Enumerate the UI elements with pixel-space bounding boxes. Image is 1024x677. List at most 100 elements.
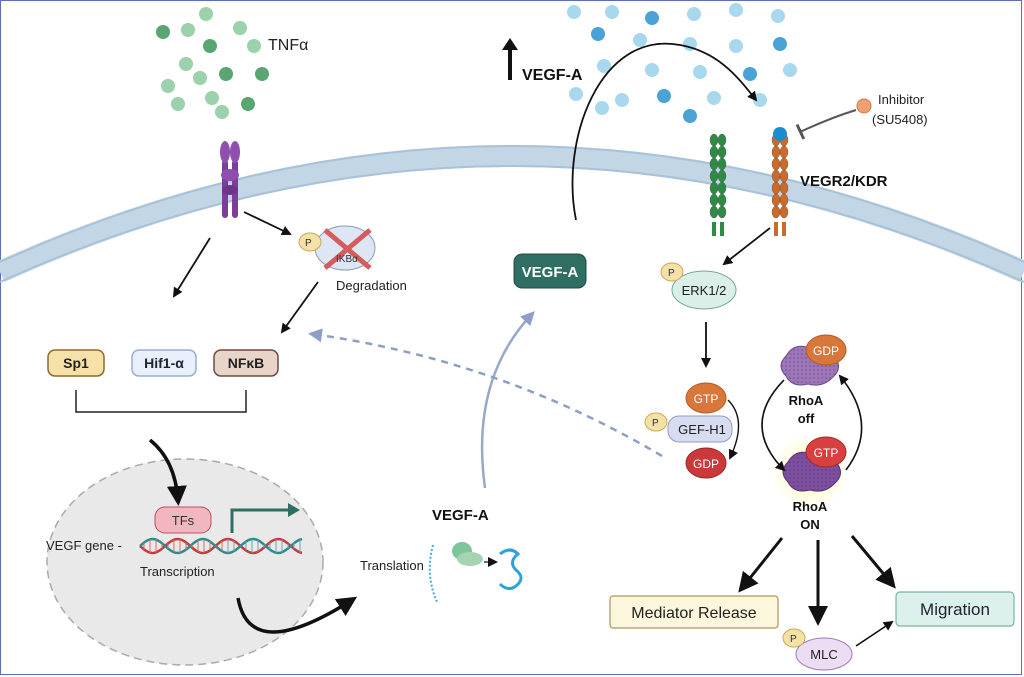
receptor-domain (771, 157, 781, 171)
nfkb-label: NFκB (228, 355, 265, 371)
erk-label: ERK1/2 (682, 283, 727, 298)
vegf-molecule (771, 9, 785, 23)
vegf-molecule (687, 7, 701, 21)
arrow-tfs-gene (148, 438, 187, 506)
degradation-label: Degradation (336, 278, 407, 293)
gdp-label-gef: GDP (693, 457, 719, 471)
receptor-domain (771, 169, 781, 183)
vegf-a-box (513, 253, 587, 289)
tnf-receptor-icon (220, 141, 240, 218)
tnf-molecule (233, 21, 247, 35)
arrow-tnfr-tfs (172, 237, 211, 298)
ikb-label: IKBα (336, 254, 358, 265)
vegf-molecule (605, 5, 619, 19)
vegf-peptide-icon (498, 548, 523, 591)
inhibitor-name: (SU5408) (872, 112, 928, 127)
gdp-label-off: GDP (813, 344, 839, 358)
gdp-node-off (805, 334, 847, 366)
mlc-node (795, 637, 853, 671)
ikb-complex (298, 225, 376, 271)
translation-label: Translation (360, 558, 424, 573)
receptor-domain (779, 145, 789, 159)
ribosome-icon (452, 542, 483, 566)
receptor-domain (717, 157, 727, 171)
vegf-increase-label: VEGF-A (522, 67, 583, 84)
arrow-tnfr-ikb (243, 211, 292, 236)
arrow-receptor-erk (722, 227, 771, 266)
cell-membrane (0, 145, 1024, 283)
tnf-molecule (241, 97, 255, 111)
vegf-molecule (645, 11, 659, 25)
vegf-molecule (597, 59, 611, 73)
vegf-molecule (743, 67, 757, 81)
arrow-rhoa-inactivation (838, 374, 863, 471)
tnf-molecule (219, 67, 233, 81)
mlc-phospho (782, 628, 806, 648)
migration-label: Migration (920, 600, 990, 619)
sp1-label: Sp1 (63, 355, 89, 371)
receptor-domain (779, 193, 789, 207)
sp1-box (47, 349, 105, 377)
transcription-label: Transcription (140, 564, 215, 579)
tnf-molecule (193, 71, 207, 85)
receptor-domain (771, 181, 781, 195)
vegf-molecule (591, 27, 605, 41)
tnf-molecule (205, 91, 219, 105)
receptor-domain (709, 205, 719, 219)
vegf-molecule (683, 109, 697, 123)
tfs-label: TFs (172, 513, 195, 528)
arrow-translation-vegf (480, 311, 535, 489)
nucleus (46, 458, 324, 666)
vegf-molecule (569, 87, 583, 101)
receptor-domain (771, 193, 781, 207)
vegf-molecule (595, 101, 609, 115)
tf-bracket (75, 390, 247, 413)
vegfr2-receptor-icon (709, 127, 789, 236)
tss-arrow (230, 508, 290, 533)
tnf-molecule (156, 25, 170, 39)
vegf-protein-label: VEGF-A (432, 507, 489, 524)
arrow-ikb-nfkb (280, 281, 319, 334)
receptor-domain (717, 169, 727, 183)
receptor-domain (709, 169, 719, 183)
gef-h1-box (667, 415, 733, 443)
receptor-domain (709, 193, 719, 207)
vegf-molecule (567, 5, 581, 19)
receptor-label: VEGR2/KDR (800, 173, 888, 190)
receptor-domain (717, 145, 727, 159)
arrow-rhoa-migration (850, 535, 896, 589)
arrow-rhoa-mediator (738, 537, 784, 593)
inhibition-line (795, 109, 857, 140)
migration-box (895, 591, 1015, 627)
dna-helix-icon (139, 537, 303, 555)
gef-phospho (644, 412, 668, 432)
vegf-molecule (645, 63, 659, 77)
gef-phospho-label: P (652, 418, 659, 429)
tnf-molecule (179, 57, 193, 71)
vegf-gene-label: VEGF gene - (46, 538, 122, 553)
secretion-arrow (571, 42, 758, 221)
tnf-molecule (181, 23, 195, 37)
receptor-domain (779, 169, 789, 183)
vegf-molecule (773, 37, 787, 51)
tnf-molecule (247, 39, 261, 53)
gtp-node-on (805, 436, 847, 468)
ikb-phospho-label: P (305, 238, 312, 249)
receptor-domain (779, 181, 789, 195)
vegf-molecule (783, 63, 797, 77)
vegf-molecule (729, 3, 743, 17)
inhibitor-bead-icon (856, 98, 872, 114)
rhoa-off-label-2: off (798, 411, 815, 426)
erk-node (671, 270, 737, 310)
vegf-a-molecules (567, 3, 797, 123)
gtp-label-gef: GTP (694, 392, 719, 406)
rhoa-off-label-1: RhoA (789, 393, 824, 408)
arrow-rhoa-activation (761, 379, 786, 472)
dashed-feedback-arrow (308, 328, 663, 458)
tnf-alpha-molecules (156, 7, 269, 119)
receptor-domain (717, 193, 727, 207)
tnf-molecule (203, 39, 217, 53)
receptor-domain (709, 133, 719, 147)
tnf-molecule (171, 97, 185, 111)
